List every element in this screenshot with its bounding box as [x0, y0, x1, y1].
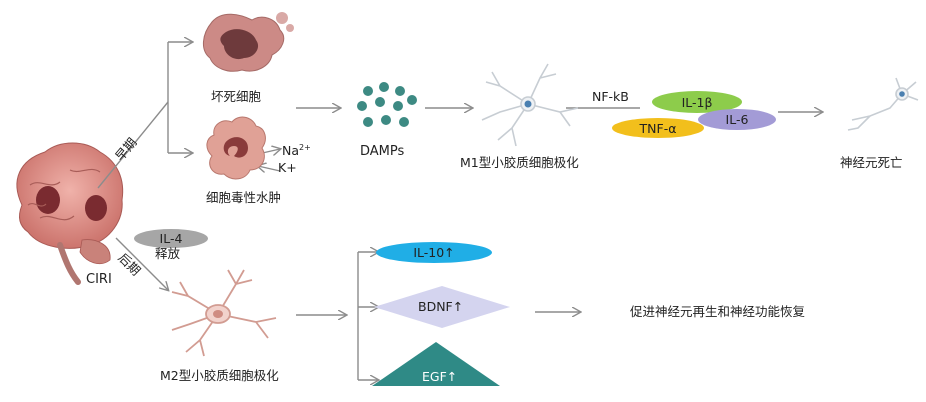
brain-illustration — [16, 142, 124, 285]
il1b-oval: IL-1β — [652, 91, 742, 113]
il4-label: IL-4 — [159, 231, 183, 246]
k-label: K+ — [278, 160, 297, 175]
ciri-label: CIRI — [86, 272, 112, 287]
il10-oval: IL-10↑ — [376, 242, 492, 263]
bdnf-label: BDNF↑ — [418, 299, 464, 314]
damps-label: DAMPs — [360, 144, 405, 159]
na-label: Na2+ — [282, 140, 311, 159]
recovery-label: 促进神经元再生和神经功能恢复 — [630, 304, 806, 319]
il6-label: IL-6 — [725, 112, 749, 127]
edema-cell-label: 细胞毒性水肿 — [206, 190, 282, 205]
neuron-death-label: 神经元死亡 — [840, 155, 903, 170]
nfkb-label: NF-kB — [592, 89, 629, 104]
m1-microglia-illustration — [481, 63, 579, 147]
necrotic-cell-label: 坏死细胞 — [211, 89, 262, 104]
damps-dots — [357, 82, 417, 127]
tnfa-label: TNF-α — [639, 120, 677, 136]
bdnf-diamond — [374, 286, 510, 328]
m2-label: M2型小胶质细胞极化 — [160, 368, 279, 383]
m1-label: M1型小胶质细胞极化 — [460, 155, 579, 170]
egf-triangle — [372, 342, 500, 386]
tnfa-oval: TNF-α — [612, 118, 704, 138]
m2-microglia-illustration — [171, 269, 277, 357]
egf-label: EGF↑ — [422, 369, 458, 384]
edema-cell-illustration — [206, 116, 266, 180]
il6-oval: IL-6 — [698, 109, 776, 130]
release-label: 释放 — [155, 246, 181, 261]
il10-label: IL-10↑ — [413, 245, 455, 260]
necrotic-cell-illustration — [203, 12, 294, 72]
il1b-label: IL-1β — [681, 94, 713, 110]
branch-lines — [97, 42, 822, 380]
neuron-illustration — [847, 77, 919, 131]
il4-oval: IL-4 — [134, 229, 208, 248]
na-text: Na — [282, 143, 300, 159]
na-superscript: 2+ — [299, 143, 311, 152]
